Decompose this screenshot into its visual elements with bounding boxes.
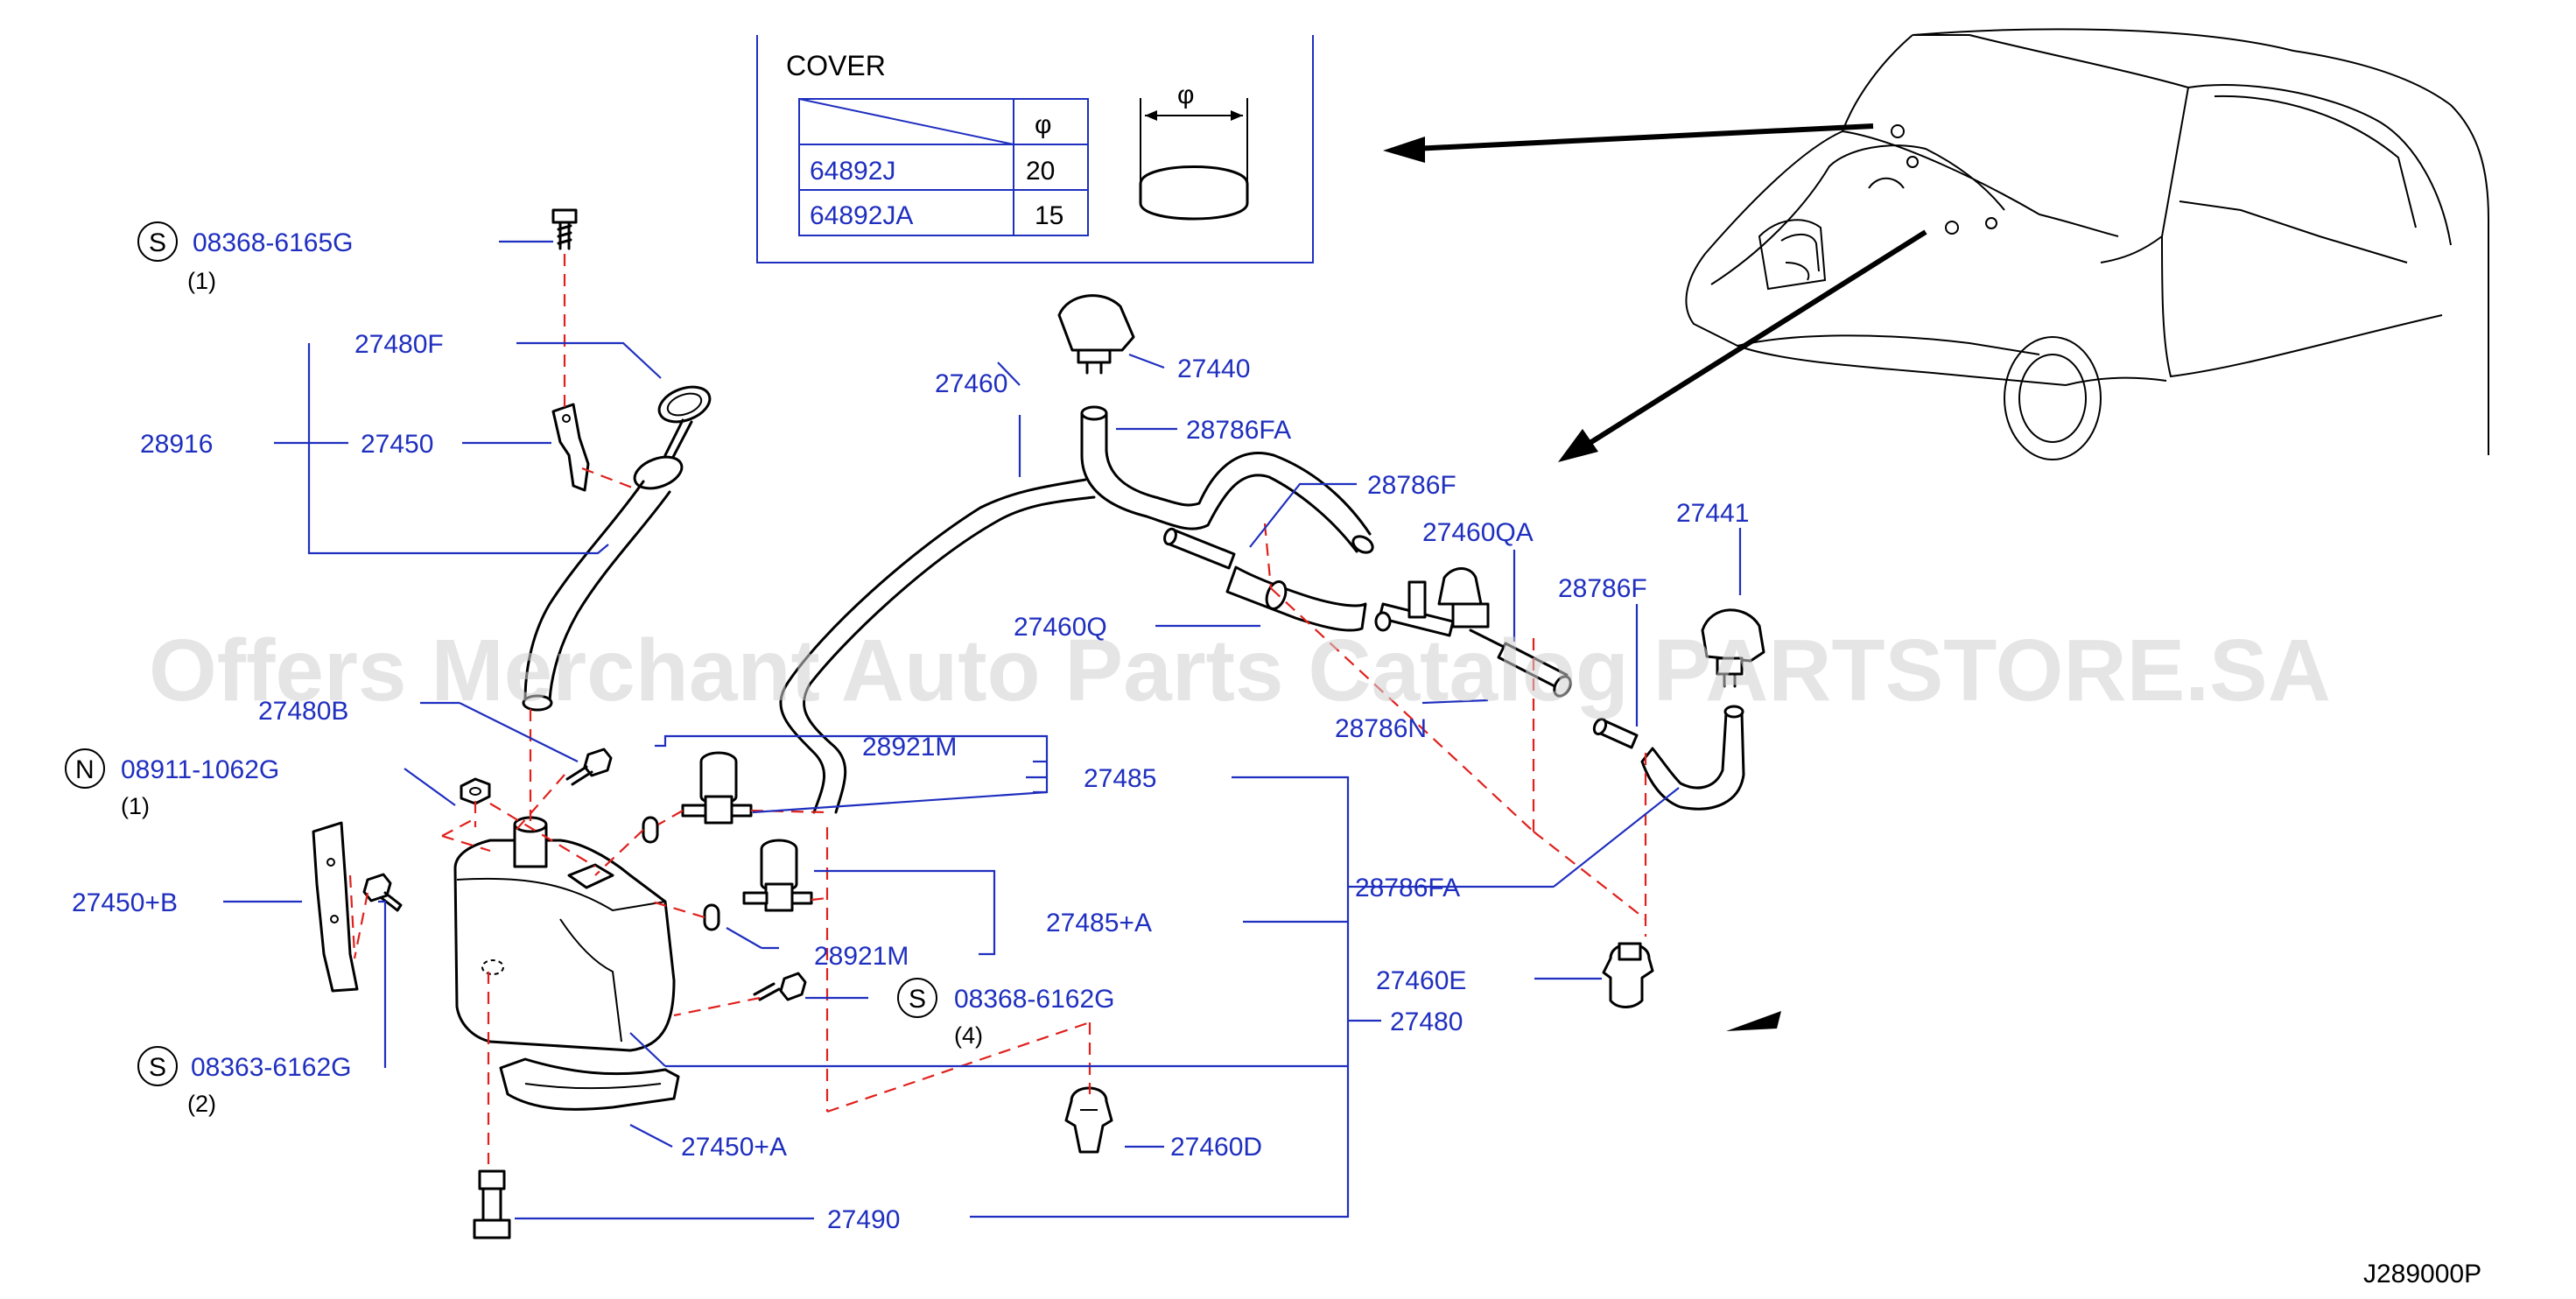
bracket-27450 — [551, 403, 590, 492]
filler-neck-28916 — [522, 480, 671, 712]
bolt-08368-6162G — [753, 972, 807, 1001]
diagram-code: J289000P — [2363, 1260, 2481, 1288]
callout-prefix-s2: S — [149, 1053, 166, 1082]
qty-08368-6165G: (1) — [187, 268, 216, 294]
cover-row-part-64892J[interactable]: 64892J — [810, 157, 895, 186]
nozzle-27441 — [1701, 608, 1765, 688]
part-label-27485A[interactable]: 27485+A — [1046, 909, 1152, 937]
part-label-27450B[interactable]: 27450+B — [72, 888, 178, 917]
callout-prefix-n: N — [75, 755, 95, 784]
cover-dim-phi: φ — [1177, 81, 1194, 109]
part-label-27450A[interactable]: 27450+A — [681, 1133, 787, 1162]
part-label-27440[interactable]: 27440 — [1177, 355, 1250, 383]
part-label-08363-6162G[interactable]: 08363-6162G — [191, 1053, 352, 1082]
part-label-28786N[interactable]: 28786N — [1335, 714, 1427, 743]
cover-row-diameter-15: 15 — [1035, 201, 1063, 230]
part-label-27480B[interactable]: 27480B — [258, 697, 348, 726]
part-label-08911-1062G[interactable]: 08911-1062G — [121, 755, 279, 784]
car-illustration — [1685, 28, 2489, 460]
part-label-27460D[interactable]: 27460D — [1170, 1133, 1262, 1162]
callout-08363-6162G[interactable]: S 08363-6162G (2) — [137, 1046, 352, 1117]
bracket-27450A — [499, 1057, 680, 1111]
part-label-08368-6165G[interactable]: 08368-6165G — [193, 228, 354, 257]
qty-08368-6162G: (4) — [954, 1022, 983, 1049]
callout-08368-6165G[interactable]: S 08368-6165G (1) — [137, 221, 354, 294]
part-label-28786FA-b[interactable]: 28786FA — [1355, 874, 1460, 902]
grommet-27490 — [473, 1169, 511, 1239]
part-labels: 27480F 28916 27450 27480B 27450+B 27460 … — [72, 330, 1749, 1234]
qty-08363-6162G: (2) — [187, 1091, 216, 1117]
part-label-27480[interactable]: 27480 — [1390, 1008, 1463, 1036]
part-label-28786F-b[interactable]: 28786F — [1558, 574, 1647, 603]
bolt-08368-6165G — [551, 208, 578, 250]
part-label-28786F-a[interactable]: 28786F — [1367, 471, 1456, 500]
connector-28786F-a — [1163, 527, 1236, 570]
front-arrow — [1726, 1011, 1781, 1031]
hose-28786FA-top — [1080, 405, 1374, 554]
qty-08911-1062G: (1) — [121, 793, 150, 819]
hose-28786FA-b — [1640, 705, 1745, 811]
hose-27460 — [779, 478, 1096, 814]
nut-08911-1062G — [460, 777, 491, 805]
part-label-28786FA-top[interactable]: 28786FA — [1186, 416, 1291, 445]
bracket-27450B — [312, 821, 359, 993]
callout-08368-6162G[interactable]: S 08368-6162G (4) — [897, 978, 1115, 1049]
filler-cap-27480F — [633, 385, 712, 490]
washer-tank — [453, 816, 676, 1052]
cover-title: COVER — [786, 50, 886, 81]
clip-27460E — [1602, 942, 1654, 1008]
leader-lines — [223, 240, 1742, 1220]
alignment-dashes — [348, 254, 1647, 1164]
bolt-08363-6162G — [362, 873, 403, 912]
connector-28786F-b — [1592, 717, 1639, 749]
part-label-27480F[interactable]: 27480F — [354, 330, 444, 359]
cover-header-phi: φ — [1035, 110, 1051, 139]
part-label-27460Q[interactable]: 27460Q — [1014, 613, 1107, 642]
cover-inset-frame — [756, 35, 1314, 263]
part-label-08368-6162G[interactable]: 08368-6162G — [954, 985, 1115, 1014]
cover-row-diameter-20: 20 — [1026, 157, 1055, 186]
callout-prefix-s: S — [149, 228, 166, 257]
cover-cap-drawing: φ — [1139, 81, 1249, 221]
part-label-27460QA[interactable]: 27460QA — [1422, 518, 1534, 547]
location-arrows — [1383, 123, 1927, 1031]
callout-08911-1062G[interactable]: N 08911-1062G (1) — [65, 748, 279, 819]
cover-table — [798, 98, 1089, 236]
pump-27485 — [642, 751, 753, 844]
part-label-27450[interactable]: 27450 — [361, 430, 433, 459]
t-joint-27460QA — [1374, 567, 1490, 637]
part-label-27441[interactable]: 27441 — [1676, 499, 1749, 528]
clip-27460D — [1064, 1086, 1113, 1154]
part-label-27460E[interactable]: 27460E — [1376, 966, 1466, 995]
part-label-28916[interactable]: 28916 — [140, 430, 213, 459]
watermark: Offers Merchant Auto Parts Catalog PARTS… — [149, 621, 2331, 720]
part-label-27485[interactable]: 27485 — [1084, 764, 1156, 793]
callout-prefix-s3: S — [909, 985, 926, 1014]
part-label-27460[interactable]: 27460 — [935, 369, 1007, 398]
part-label-28921M-b[interactable]: 28921M — [814, 942, 909, 971]
nozzle-27440 — [1057, 294, 1135, 375]
cover-row-part-64892JA[interactable]: 64892JA — [810, 201, 913, 230]
cover-inset: COVER φ 64892J 20 64892JA 15 φ — [756, 35, 1314, 263]
pump-27485A — [703, 839, 813, 931]
part-label-28921M-a[interactable]: 28921M — [862, 733, 957, 762]
bolt-27480B-side — [565, 748, 613, 786]
part-label-27490[interactable]: 27490 — [827, 1205, 900, 1234]
